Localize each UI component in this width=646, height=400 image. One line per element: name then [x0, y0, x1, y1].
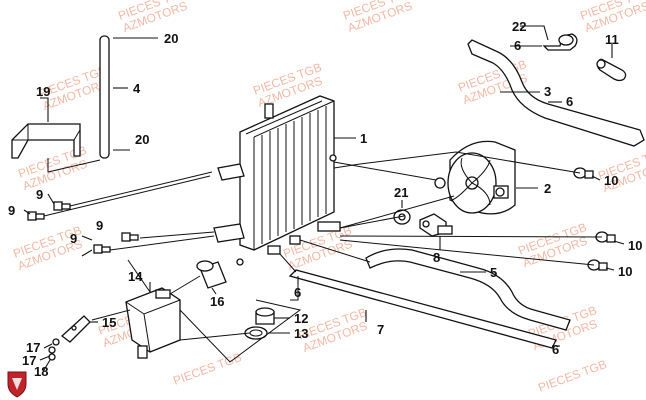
callout-9-b: 9 — [8, 203, 15, 218]
svg-text:PIECES TGB: PIECES TGB — [536, 357, 608, 395]
callout-13: 13 — [294, 326, 308, 341]
callout-9-c: 9 — [96, 218, 103, 233]
part-16-sleeve — [196, 260, 227, 289]
part-17-screw-2 — [48, 346, 56, 354]
part-18-nut — [48, 353, 56, 361]
part-15-reservoir-bracket — [60, 315, 91, 343]
callout-18: 18 — [34, 364, 48, 379]
part-22-hose-clip — [542, 33, 578, 51]
part-9-bolt-3 — [121, 232, 139, 242]
callout-14: 14 — [128, 269, 143, 284]
callout-16: 16 — [210, 294, 224, 309]
callout-8: 8 — [433, 250, 440, 265]
callout-22: 22 — [512, 19, 526, 34]
part-11-hose-sleeve — [596, 58, 627, 82]
callout-12: 12 — [294, 311, 308, 326]
callout-15: 15 — [102, 315, 116, 330]
part-3-hose-upper — [467, 39, 645, 147]
callout-5: 5 — [490, 265, 497, 280]
part-1-radiator — [213, 95, 341, 266]
assembly-lines — [43, 151, 603, 363]
callout-11: 11 — [605, 32, 619, 47]
callout-17-a: 17 — [26, 340, 40, 355]
part-12-reservoir-cap — [255, 307, 275, 325]
part-13-gasket — [244, 326, 268, 340]
callout-17-b: 17 — [22, 353, 36, 368]
callout-10-top: 10 — [604, 173, 618, 188]
callout-6-lower-a: 6 — [294, 285, 301, 300]
part-7-hose-lower — [288, 269, 557, 349]
callout-9-a: 9 — [36, 187, 43, 202]
callout-20-top: 20 — [164, 31, 178, 46]
callout-20-bottom: 20 — [135, 132, 149, 147]
part-9-bolt-2 — [27, 211, 45, 221]
leader-lines — [23, 25, 625, 371]
callout-1: 1 — [360, 131, 367, 146]
callout-6-lower-b: 6 — [552, 342, 559, 357]
azmotors-shield-icon — [7, 371, 27, 398]
part-9-bolt-1 — [53, 201, 71, 211]
callout-6-upper-a: 6 — [514, 38, 521, 53]
callout-2: 2 — [544, 181, 551, 196]
svg-text:PIECES TGB: PIECES TGB — [171, 350, 243, 388]
callout-labels: 20 4 20 19 9 9 9 9 1 2 3 6 6 22 11 10 10… — [8, 19, 642, 379]
radiator-fins — [261, 106, 327, 244]
part-19-rubber-cover — [11, 123, 81, 159]
callout-21: 21 — [394, 185, 408, 200]
part-8-thermo-switch — [419, 213, 453, 237]
callout-10-middle: 10 — [628, 238, 642, 253]
callout-4: 4 — [133, 81, 141, 96]
callout-19: 19 — [36, 84, 50, 99]
part-10-washer-top — [573, 167, 594, 179]
callout-6-upper-b: 6 — [566, 94, 573, 109]
part-14-coolant-reservoir — [125, 287, 181, 359]
callout-9-d: 9 — [70, 231, 77, 246]
part-5-hose-middle — [365, 248, 571, 331]
part-9-bolt-4 — [93, 244, 111, 254]
part-17-screw-1 — [52, 338, 60, 346]
callout-10-bottom: 10 — [618, 264, 632, 279]
part-2-cooling-fan — [434, 140, 516, 215]
radiator-bracket-lower — [213, 223, 245, 243]
part-4-rod — [99, 35, 110, 159]
callout-3: 3 — [544, 84, 551, 99]
callout-7: 7 — [377, 322, 384, 337]
radiator-bracket-upper — [217, 163, 245, 181]
